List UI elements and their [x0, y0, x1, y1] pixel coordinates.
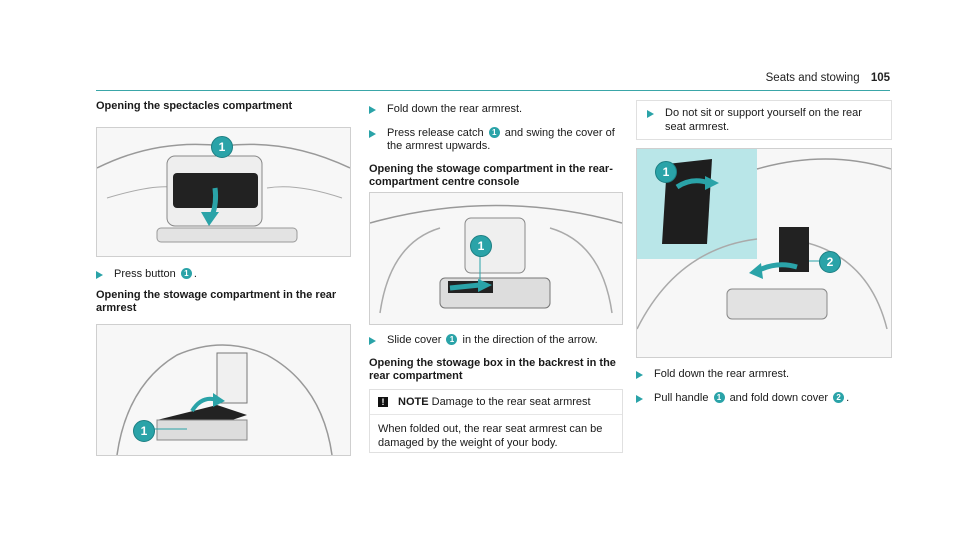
callout-1: 1: [655, 161, 677, 183]
info-box: Do not sit or support yourself on the re…: [636, 100, 892, 140]
step-text: Press button: [114, 268, 176, 280]
column-2: Fold down the rear armrest. Press releas…: [369, 103, 621, 189]
number-1-icon: 1: [713, 391, 725, 403]
figure-centre-console: 1: [369, 192, 623, 325]
section-title: Seats and stowing: [765, 72, 860, 84]
figure-backrest-box: 1 2: [636, 148, 892, 358]
step-arrow-icon: [369, 337, 376, 345]
note-header: ! NOTE Damage to the rear seat armrest: [370, 390, 622, 408]
heading-spectacles-compartment: Opening the spectacles compartment: [96, 100, 293, 112]
step-arrow-icon: [636, 394, 643, 403]
step-text-cont: and swing the cover of the armrest upwar…: [387, 126, 615, 153]
rear-armrest-illustration: [116, 344, 333, 455]
step-press-release-catch: Press release catch 1 and swing the cove…: [369, 126, 621, 154]
column-1-lower: Press button 1. Opening the stowage comp…: [96, 268, 351, 315]
callout-1: 1: [470, 235, 492, 257]
number-1-icon: 1: [180, 268, 192, 279]
step-end: .: [193, 268, 197, 280]
step-text-cont: and fold down cover: [729, 391, 829, 404]
column-3-lower: Fold down the rear armrest. Pull handle …: [636, 368, 890, 405]
step-text: Fold down the rear armrest.: [654, 368, 790, 380]
column-2-lower: Slide cover 1 in the direction of the ar…: [369, 334, 621, 383]
step-arrow-icon: [96, 271, 103, 279]
step-text: Pull handle: [654, 391, 709, 404]
note-label: NOTE: [398, 396, 429, 408]
backrest-box-illustration: [637, 149, 891, 330]
step-fold-down-armrest-2: Fold down the rear armrest.: [636, 368, 890, 382]
step-text: Do not sit or support yourself on the re…: [665, 107, 862, 133]
callout-1: 1: [211, 136, 233, 158]
step-text: Press release catch: [387, 126, 484, 139]
page-number: 105: [870, 72, 890, 84]
figure-spectacles-compartment: 1: [96, 127, 351, 257]
step-arrow-icon: [647, 110, 654, 118]
step-text-cont: in the direction of the arrow.: [462, 334, 598, 346]
heading-rear-armrest: Opening the stowage compartment in the r…: [96, 288, 337, 314]
header-rule: [96, 90, 890, 91]
step-press-button: Press button 1.: [96, 268, 351, 282]
column-1: Opening the spectacles compartment: [96, 100, 351, 113]
callout-2: 2: [819, 251, 841, 273]
step-text: Slide cover: [387, 334, 442, 346]
note-box: ! NOTE Damage to the rear seat armrest Wh…: [369, 389, 623, 453]
heading-centre-console: Opening the stowage compartment in the r…: [369, 162, 613, 188]
step-arrow-icon: [636, 371, 643, 379]
step-pull-handle: Pull handle 1 and fold down cover 2.: [636, 391, 890, 406]
step-slide-cover: Slide cover 1 in the direction of the ar…: [369, 334, 621, 348]
callout-1: 1: [133, 420, 155, 442]
number-1-icon: 1: [488, 126, 500, 138]
note-title: Damage to the rear seat armrest: [431, 396, 591, 408]
step-arrow-icon: [369, 129, 376, 138]
step-text: Fold down the rear armrest.: [387, 103, 523, 115]
note-body: When folded out, the rear seat armrest c…: [370, 414, 622, 450]
step-end: .: [846, 391, 850, 404]
step-arrow-icon: [369, 106, 376, 114]
running-header: Seats and stowing 105: [766, 72, 890, 84]
number-2-icon: 2: [833, 391, 845, 403]
number-1-icon: 1: [446, 334, 458, 345]
step-do-not-sit: Do not sit or support yourself on the re…: [647, 107, 883, 134]
warning-icon: !: [378, 397, 388, 407]
heading-backrest-box: Opening the stowage box in the backrest …: [369, 356, 616, 382]
figure-rear-armrest: 1: [96, 324, 351, 456]
step-fold-down-armrest: Fold down the rear armrest.: [369, 103, 621, 117]
spectacles-compartment-illustration: [97, 143, 350, 243]
centre-console-illustration: [370, 204, 622, 314]
